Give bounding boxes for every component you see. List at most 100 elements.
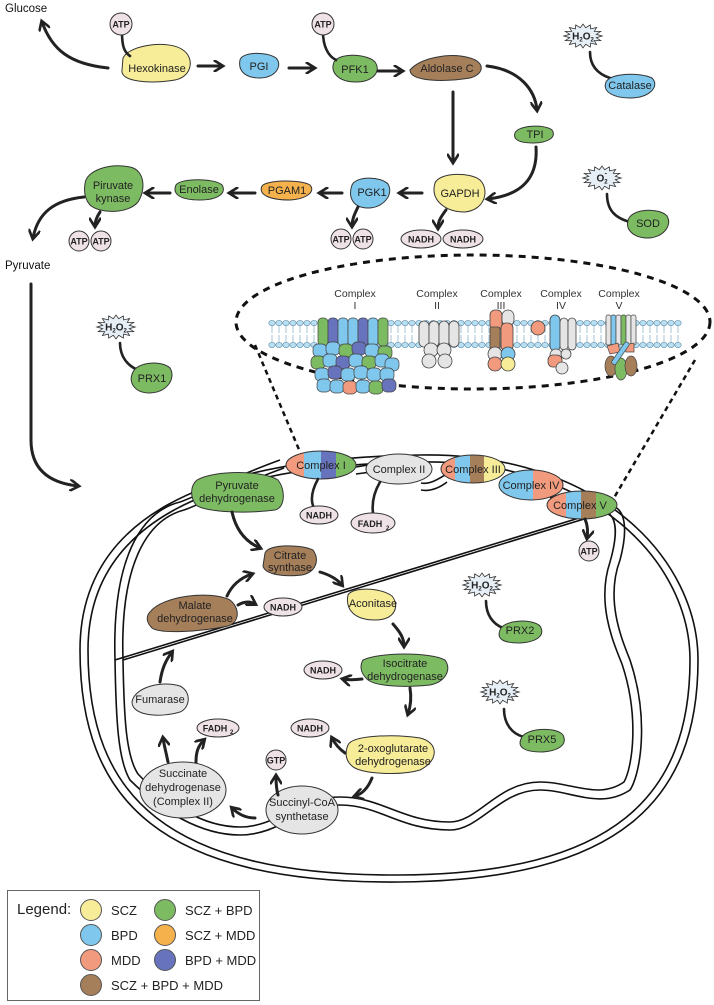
legend-item-scz-mdd: SCZ + MDD (154, 924, 255, 946)
legend: Legend: SCZ BPD MDD SCZ + BPD SCZ + MDD … (7, 890, 260, 1001)
svg-text:2: 2 (386, 526, 390, 532)
enzyme-pyruvate-dehydrogenase[interactable]: Pyruvate dehydrogenase (191, 472, 284, 513)
arrow (485, 64, 537, 110)
svg-text:ATP: ATP (332, 235, 349, 245)
enzyme-malate-dehydrogenase[interactable]: Malate dehydrogenase (146, 594, 238, 633)
enzyme-prx2[interactable]: PRX2 (498, 620, 543, 644)
cofactor-nadh: NADH (299, 505, 339, 525)
cofactor-atp: ATP (109, 12, 133, 36)
arrow-to-glucose (42, 22, 110, 70)
svg-text:Complex: Complex (598, 288, 640, 300)
ros-label: O2- (596, 171, 608, 186)
etc-complex-iii[interactable]: Complex III (440, 454, 506, 484)
svg-text:Aldolase C: Aldolase C (420, 63, 473, 75)
inset-complex-ii (418, 320, 460, 369)
enzyme-catalase[interactable]: Catalase (604, 73, 656, 99)
svg-text:TPI: TPI (526, 129, 543, 141)
svg-text:ATP: ATP (112, 20, 129, 30)
enzyme-gapdh[interactable]: GAPDH (433, 173, 486, 213)
enzyme-pgk1[interactable]: PGK1 (350, 177, 391, 209)
etc-complex-iv[interactable]: Complex IV (498, 469, 564, 501)
arrow (225, 574, 252, 598)
arrow (585, 517, 588, 538)
enzyme-prx1[interactable]: PRX1 (130, 362, 173, 394)
svg-text:dehydrogenase: dehydrogenase (157, 613, 233, 625)
enzyme-enolase[interactable]: Enolase (174, 179, 224, 201)
enzyme-pyruvate-kinase[interactable]: Piruvate kynase (84, 165, 144, 212)
enzyme-sod[interactable]: SOD (627, 209, 670, 239)
enzyme-prx5[interactable]: PRX5 (519, 728, 565, 753)
etc-complex-v[interactable]: Complex V (546, 490, 618, 520)
arrow (318, 570, 342, 585)
svg-text:Complex II: Complex II (373, 464, 426, 476)
svg-text:GTP: GTP (267, 756, 286, 766)
cofactor-nadh: NADH (442, 229, 484, 249)
enzyme-succinyl-coa-synthetase[interactable]: Succinyl-CoA synthetase (265, 785, 339, 835)
cofactor-atp: ATP (311, 12, 335, 36)
svg-text:Complex: Complex (480, 288, 522, 300)
inset-complex-v (604, 314, 638, 381)
arrow (343, 679, 364, 680)
enzyme-pgam1[interactable]: PGAM1 (260, 180, 313, 201)
svg-text:2: 2 (230, 730, 234, 736)
enzyme-pgi[interactable]: PGI (239, 52, 280, 79)
ros-h2o2: H2O2 (479, 679, 521, 705)
enzyme-hexokinase[interactable]: Hexokinase (121, 44, 191, 83)
svg-text:PRX2: PRX2 (506, 625, 535, 637)
svg-text:Complex IV: Complex IV (503, 480, 561, 492)
arrow (391, 622, 404, 646)
svg-text:PRX5: PRX5 (528, 734, 557, 746)
enzyme-aldolase-c[interactable]: Aldolase C (409, 55, 482, 81)
enzyme-succinate-dehydrogenase[interactable]: Succinate dehydrogenase (Complex II) (139, 761, 227, 819)
svg-text:PGAM1: PGAM1 (268, 185, 307, 197)
inset-complex-i (310, 317, 400, 395)
svg-text:V: V (615, 300, 622, 312)
legend-swatch (80, 924, 102, 946)
svg-text:PRX1: PRX1 (138, 373, 167, 385)
ros-h2o2: H2O2 (562, 23, 604, 49)
cofactor-atp: ATP (68, 230, 90, 252)
arrow-to-pyruvate (33, 195, 86, 238)
svg-text:ATP: ATP (70, 237, 87, 247)
legend-item-bpd: BPD (80, 924, 138, 946)
cofactor-nadh: NADH (303, 660, 343, 680)
arrow (158, 652, 172, 684)
arrow (438, 208, 448, 228)
fadh2-link (371, 480, 382, 515)
svg-text:III: III (497, 300, 506, 312)
svg-text:ATP: ATP (314, 20, 331, 30)
svg-text:PFK1: PFK1 (341, 64, 369, 76)
legend-swatch (80, 899, 102, 921)
svg-text:I: I (354, 300, 357, 312)
etc-complex-ii[interactable]: Complex II (365, 453, 433, 485)
inset-complex-labels: Complex I Complex II Complex III Complex… (334, 288, 640, 312)
enzyme-tpi[interactable]: TPI (514, 125, 554, 144)
svg-text:NADH: NADH (450, 235, 476, 245)
inset-connector (606, 359, 697, 509)
inset-connector (253, 344, 302, 453)
svg-text:ATP: ATP (580, 547, 597, 557)
enzyme-fumarase[interactable]: Fumarase (131, 683, 189, 716)
etc-complex-i[interactable]: Complex I (285, 450, 358, 480)
starburst-icon (461, 572, 503, 598)
svg-text:ATP: ATP (92, 237, 109, 247)
ros-label: H2O2 (105, 323, 127, 335)
enzyme-pfk1[interactable]: PFK1 (332, 54, 378, 83)
enzyme-isocitrate-dehydrogenase[interactable]: Isocitrate dehydrogenase (360, 653, 449, 687)
arrow (95, 210, 102, 226)
arrow (163, 738, 168, 764)
legend-swatch (154, 899, 176, 921)
ros-label: H2O2 (471, 581, 493, 593)
enzyme-2-oxoglutarate-dehydrogenase[interactable]: 2-oxoglutarate dehydrogenase (345, 735, 435, 774)
legend-item-scz-bpd: SCZ + BPD (154, 899, 253, 921)
cofactor-atp: ATP (578, 540, 600, 562)
svg-text:Pyruvate: Pyruvate (215, 480, 258, 492)
enzyme-citrate-synthase[interactable]: Citrate synthase (262, 545, 317, 577)
svg-text:FADH: FADH (203, 724, 228, 734)
legend-swatch (154, 924, 176, 946)
legend-item-bpd-mdd: BPD + MDD (154, 949, 256, 971)
svg-text:PGI: PGI (250, 61, 269, 73)
enzyme-aconitase[interactable]: Aconitase (346, 588, 397, 621)
svg-text:Complex: Complex (334, 288, 376, 300)
svg-text:NADH: NADH (408, 235, 434, 245)
